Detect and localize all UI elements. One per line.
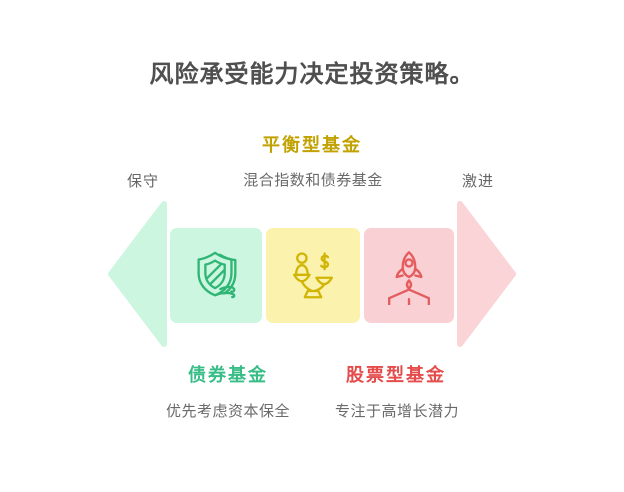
bond-fund-box (170, 228, 262, 323)
stock-fund-description: 专注于高增长潜力 (334, 402, 459, 420)
balanced-fund-box (266, 228, 360, 323)
diagram-title: 风险承受能力决定投资策略。 (149, 59, 475, 88)
balanced-fund-description: 混合指数和债券基金 (243, 171, 383, 189)
spectrum-left-label: 保守 (126, 172, 159, 190)
bond-fund-name: 债券基金 (188, 365, 268, 386)
arrow-left-head (108, 201, 167, 347)
stock-fund-box (364, 228, 454, 323)
arrow-right-head (457, 201, 516, 347)
balanced-fund-name: 平衡型基金 (262, 135, 362, 156)
bond-fund-description: 优先考虑资本保全 (165, 402, 290, 420)
rocket-launch-icon (388, 250, 430, 305)
spectrum-right-label: 激进 (461, 172, 494, 190)
balance-scale-icon (292, 251, 334, 298)
stock-fund-name: 股票型基金 (346, 365, 446, 386)
shield-wind-icon (197, 251, 237, 298)
